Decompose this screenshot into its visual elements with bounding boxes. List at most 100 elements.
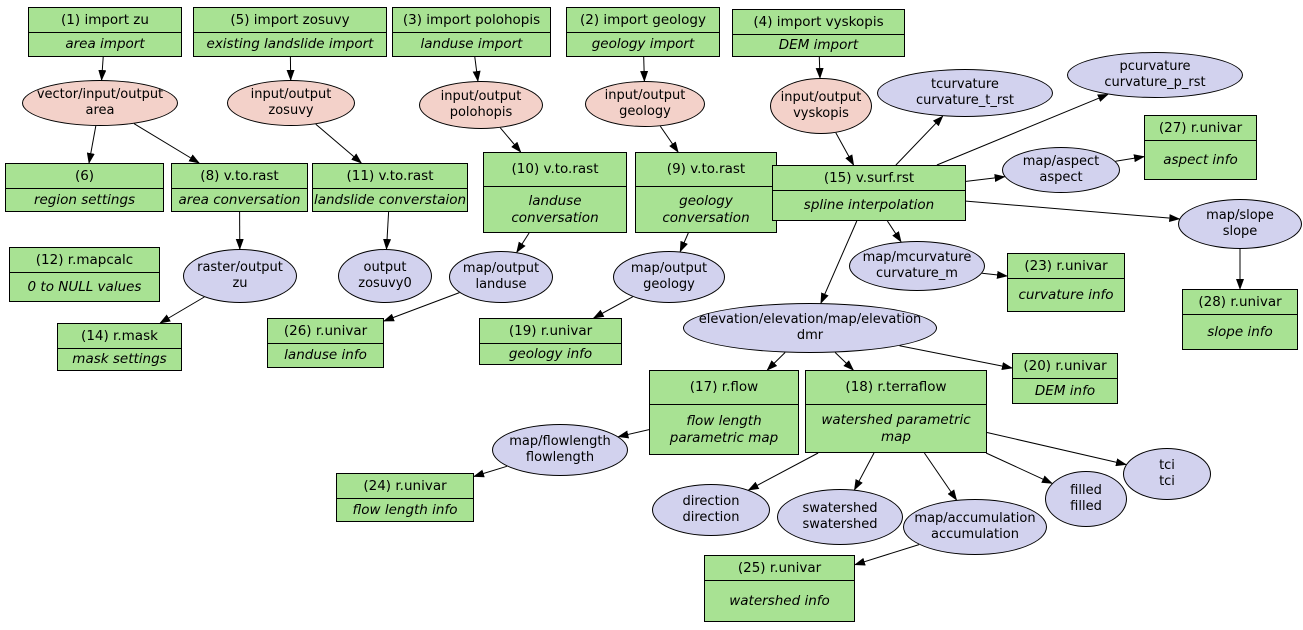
module-title: (3) import polohopis bbox=[393, 8, 550, 33]
edge-module-4-import-vyskopis-to-data-vyskopis bbox=[815, 56, 824, 79]
module-title: (15) v.surf.rst bbox=[773, 166, 965, 191]
edge-module-2-import-geology-to-data-geology bbox=[640, 56, 649, 82]
module-subtitle: landuse info bbox=[284, 347, 367, 364]
edge-data-elevation-dmr-to-module-17-r-flow bbox=[766, 352, 786, 371]
data-label-line: vyskopis bbox=[793, 106, 849, 121]
module-subtitle: curvature info bbox=[1018, 286, 1114, 303]
data-label-line: accumulation bbox=[931, 527, 1019, 542]
edge-module-1-import-zu-to-data-area bbox=[98, 56, 107, 81]
data-label-line: geology bbox=[619, 104, 671, 119]
edge-data-geology-to-module-9-v-to-rast bbox=[659, 125, 679, 153]
module-title: (12) r.mapcalc bbox=[10, 248, 159, 273]
module-title: (10) v.to.rast bbox=[484, 153, 626, 187]
data-label-line: curvature_t_rst bbox=[915, 93, 1015, 108]
module-subtitle: spline interpolation bbox=[803, 197, 935, 214]
module-title: (8) v.to.rast bbox=[172, 164, 307, 189]
data-label-line: input/output bbox=[604, 87, 686, 103]
module-title: (28) r.univar bbox=[1183, 290, 1297, 315]
module-title: (5) import zosuvy bbox=[194, 8, 386, 33]
edge-data-elevation-dmr-to-module-20-r-univar bbox=[899, 345, 1013, 370]
edge-data-area-to-module-6-region bbox=[86, 125, 97, 164]
data-label-line: input/output bbox=[440, 88, 522, 104]
module-28-r-univar[interactable]: (28) r.univar slope info bbox=[1182, 289, 1298, 350]
data-label-line: map/aspect bbox=[1022, 153, 1100, 169]
edge-module-18-r-terraflow-to-data-tci bbox=[986, 432, 1127, 467]
data-label-line: vector/input/output bbox=[36, 86, 164, 102]
module-subtitle: DEM import bbox=[778, 37, 859, 54]
module-title: (25) r.univar bbox=[705, 556, 854, 581]
edge-module-10-v-to-rast-to-data-landuse bbox=[516, 232, 530, 254]
module-subtitle: area conversation bbox=[178, 191, 301, 208]
edge-data-curvature-m-to-module-23-r-univar bbox=[982, 270, 1008, 279]
data-label-line: input/output bbox=[250, 86, 332, 102]
edge-group bbox=[86, 56, 1244, 566]
data-label-line: swatershed bbox=[802, 517, 878, 532]
data-label-line: map/slope bbox=[1206, 207, 1274, 223]
module-subtitle: slope info bbox=[1207, 323, 1273, 340]
data-label-line: elevation/elevation/map/elevation bbox=[698, 311, 922, 327]
edge-module-15-v-surf-rst-to-data-tcurvature bbox=[895, 115, 944, 166]
data-label-line: polohopis bbox=[449, 105, 513, 120]
data-label-line: tci bbox=[1159, 474, 1175, 489]
module-title: (23) r.univar bbox=[1008, 254, 1124, 279]
data-label-line: landuse bbox=[475, 277, 527, 292]
data-label-line: direction bbox=[682, 493, 740, 509]
module-title: (6) bbox=[6, 164, 163, 189]
module-subtitle: landslide converstaion bbox=[313, 191, 467, 208]
module-6-region[interactable]: (6)region settings bbox=[5, 163, 164, 212]
module-title: (9) v.to.rast bbox=[636, 153, 776, 187]
module-11-v-to-rast[interactable]: (11) v.to.rast landslide converstaion bbox=[312, 163, 468, 212]
edge-module-3-import-polohopis-to-data-polohopis bbox=[472, 56, 481, 82]
module-title: (24) r.univar bbox=[337, 474, 473, 499]
data-label-line: map/output bbox=[462, 260, 540, 276]
module-8-v-to-rast[interactable]: (8) v.to.rast area conversation bbox=[171, 163, 308, 212]
module-title: (11) v.to.rast bbox=[313, 164, 467, 189]
module-title: (17) r.flow bbox=[650, 371, 798, 405]
module-15-v-surf-rst[interactable]: (15) v.surf.rst spline interpolation bbox=[772, 165, 966, 221]
edge-module-15-v-surf-rst-to-data-aspect bbox=[965, 174, 1006, 182]
module-23-r-univar[interactable]: (23) r.univar curvature info bbox=[1007, 253, 1125, 312]
module-title: (18) r.terraflow bbox=[806, 371, 986, 405]
edge-module-15-v-surf-rst-to-data-elevation-dmr bbox=[820, 220, 858, 305]
